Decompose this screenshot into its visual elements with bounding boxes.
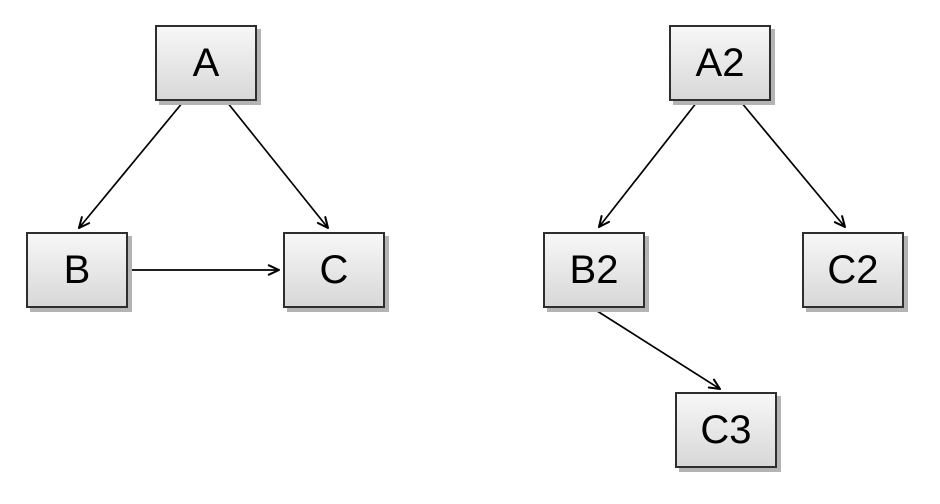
node-C-label: C: [319, 248, 349, 292]
node-C3-label: C3: [700, 408, 752, 452]
node-C2-label: C2: [827, 248, 879, 292]
node-A2-label: A2: [695, 41, 745, 85]
node-C2[interactable]: C2: [802, 232, 904, 308]
edge-A-C[interactable]: [226, 101, 330, 230]
node-A-label: A: [192, 41, 220, 85]
node-C[interactable]: C: [283, 232, 385, 308]
node-B2[interactable]: B2: [543, 232, 645, 308]
edge-A2-B2[interactable]: [597, 101, 698, 229]
node-A[interactable]: A: [155, 25, 257, 101]
node-A2[interactable]: A2: [669, 25, 771, 101]
node-B-label: B: [63, 248, 91, 292]
node-B[interactable]: B: [26, 232, 128, 308]
node-C3[interactable]: C3: [675, 392, 777, 468]
edge-B2-C3[interactable]: [593, 308, 722, 391]
edge-A-B[interactable]: [77, 101, 184, 230]
node-B2-label: B2: [569, 248, 619, 292]
edge-A2-C2[interactable]: [740, 101, 847, 229]
